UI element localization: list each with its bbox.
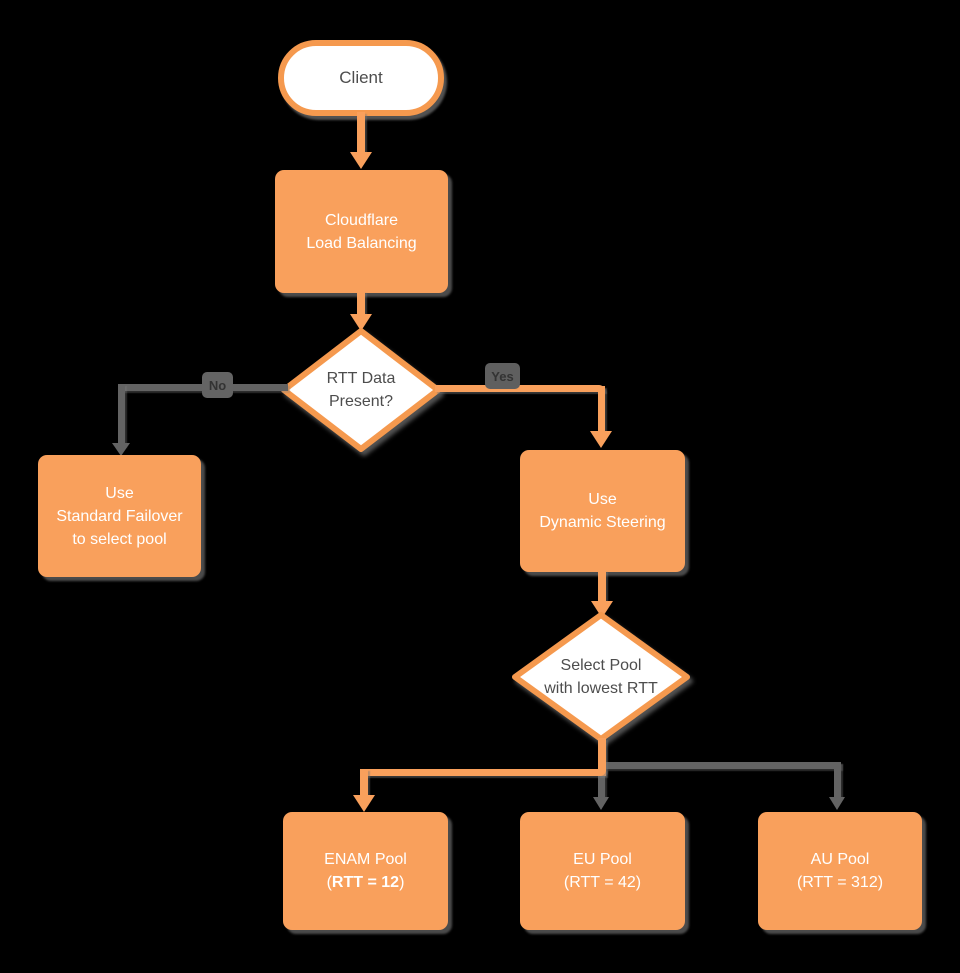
edge-label-no: No bbox=[202, 372, 233, 398]
dynamic-steering-line2: Dynamic Steering bbox=[539, 514, 666, 531]
edge-label-yes: Yes bbox=[485, 363, 520, 389]
edge-yes-horizontal bbox=[435, 385, 605, 392]
diamond-shape bbox=[281, 328, 441, 452]
enam-pool-node: ENAM Pool (RTT = 12) bbox=[283, 812, 448, 930]
rtt-decision-text: RTT Data Present? bbox=[281, 328, 441, 452]
au-pool-node: AU Pool (RTT = 312) bbox=[758, 812, 922, 930]
arrowhead-down-icon bbox=[590, 431, 612, 448]
edge-steering-to-pool-decision bbox=[598, 570, 606, 603]
client-node: Client bbox=[278, 40, 444, 116]
standard-failover-line2: Standard Failover bbox=[56, 507, 183, 525]
pool-decision-text: Select Pool with lowest RTT bbox=[512, 612, 690, 742]
edge-lb-to-rtt-decision bbox=[357, 291, 365, 316]
pool-decision-line1: Select Pool bbox=[560, 657, 642, 674]
arrowhead-down-icon bbox=[829, 797, 845, 810]
standard-failover-line1: Use bbox=[105, 484, 134, 502]
eu-pool-node: EU Pool (RTT = 42) bbox=[520, 812, 685, 930]
load-balancing-line2: Load Balancing bbox=[306, 234, 417, 252]
edge-to-enam-vertical2 bbox=[360, 769, 368, 797]
edge-to-au-vertical bbox=[834, 762, 841, 798]
edge-to-au-horizontal bbox=[601, 762, 841, 769]
au-pool-name: AU Pool bbox=[810, 851, 870, 868]
eu-pool-name: EU Pool bbox=[573, 851, 632, 868]
enam-pool-name: ENAM Pool bbox=[324, 851, 407, 868]
rtt-decision-line2: Present? bbox=[328, 393, 394, 410]
standard-failover-line3: to select pool bbox=[72, 530, 167, 548]
paren-close: ) bbox=[399, 874, 405, 891]
arrowhead-down-icon bbox=[350, 314, 372, 331]
au-pool-rtt: (RTT = 312) bbox=[796, 874, 884, 891]
rtt-decision-line1: RTT Data bbox=[326, 370, 396, 387]
rtt-decision-diamond: RTT Data Present? bbox=[281, 328, 441, 452]
standard-failover-node: Use Standard Failover to select pool bbox=[38, 455, 201, 577]
enam-pool-rtt: (RTT = 12) bbox=[327, 871, 405, 894]
load-balancing-node: Cloudflare Load Balancing bbox=[275, 170, 448, 293]
eu-pool-rtt: (RTT = 42) bbox=[563, 874, 642, 891]
dynamic-steering-line1: Use bbox=[588, 491, 617, 508]
edge-no-vertical bbox=[118, 384, 125, 446]
edge-to-enam-horizontal bbox=[360, 769, 606, 776]
paren-open: ( bbox=[326, 874, 332, 891]
arrowhead-down-icon bbox=[591, 601, 613, 618]
arrowhead-down-icon bbox=[353, 795, 375, 812]
client-label: Client bbox=[339, 68, 383, 87]
pool-decision-line2: with lowest RTT bbox=[544, 680, 658, 697]
edge-client-to-lb bbox=[357, 112, 365, 154]
edge-yes-vertical bbox=[598, 386, 605, 433]
enam-rtt-value: RTT = 12 bbox=[331, 874, 400, 891]
load-balancing-line1: Cloudflare bbox=[325, 211, 398, 229]
pool-decision-diamond: Select Pool with lowest RTT bbox=[512, 612, 690, 742]
arrowhead-down-icon bbox=[112, 443, 130, 456]
dynamic-steering-node: Use Dynamic Steering bbox=[520, 450, 685, 572]
edge-to-enam-vertical1 bbox=[598, 738, 606, 776]
arrowhead-down-icon bbox=[593, 797, 609, 810]
arrowhead-down-icon bbox=[350, 152, 372, 169]
